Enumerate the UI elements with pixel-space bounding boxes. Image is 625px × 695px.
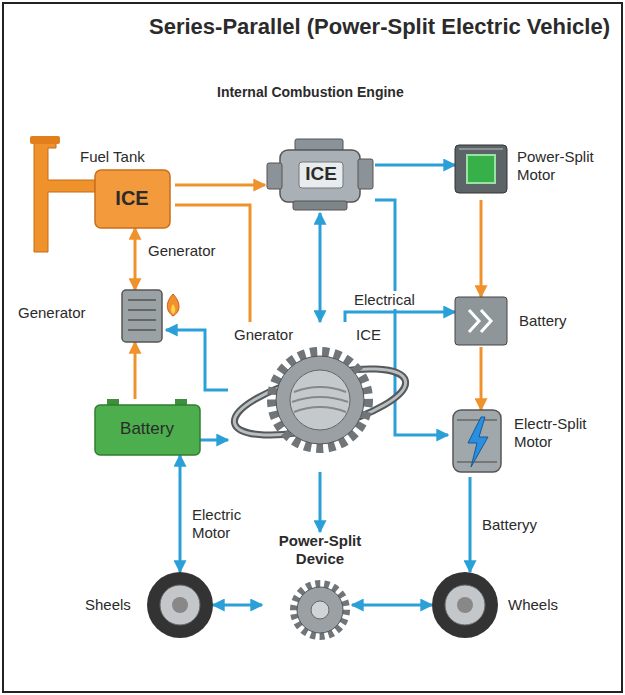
connector-arrow: [375, 200, 448, 435]
connector-arrow: [166, 330, 228, 390]
node-text: Wheels: [508, 596, 558, 614]
connector-arrow: [480, 347, 483, 410]
wheel: Wheels: [430, 570, 570, 640]
subtitle-label: Internal Combustion Engine: [215, 84, 406, 101]
edge-label: Batteryy: [480, 516, 539, 534]
fuel-ice-box: Fuel TankICE: [80, 148, 175, 228]
connector-arrow: [319, 472, 322, 532]
edge-label: Electric Motor: [190, 506, 264, 542]
connector-arrow: [469, 477, 472, 572]
connector-arrow: [134, 228, 137, 290]
edge-label: Generator: [146, 242, 218, 260]
edge-label: Electrical: [352, 291, 417, 309]
connector-arrow: [375, 164, 455, 167]
battery-icon: Battery: [455, 292, 585, 352]
motor-icon: Electr-Split Motor: [448, 405, 608, 477]
connector-arrow: [179, 455, 182, 572]
connector-arrow: [319, 213, 322, 322]
node-text: Sheels: [85, 596, 131, 614]
node-text: Gnerator: [234, 326, 293, 344]
planetary-gear-art: [228, 322, 388, 472]
motor-icon: Power-Split Motor: [455, 140, 609, 200]
node-text: Battery: [120, 419, 174, 439]
engine-icon: ICE: [265, 135, 375, 213]
connector-arrow: [175, 184, 265, 187]
wheel: Sheels: [85, 570, 215, 640]
planetary-gear: Gnerator ICE: [228, 322, 388, 472]
connector-arrow: [200, 439, 228, 442]
node-text: Generator: [18, 304, 86, 322]
battery-box: Battery: [95, 405, 200, 455]
fuel-cap: [30, 136, 60, 144]
connector-arrow: [213, 604, 262, 607]
frame: [3, 3, 622, 692]
connector-arrow: [352, 604, 432, 607]
generator-icon: Generator: [18, 280, 186, 350]
connector-arrow: [175, 205, 250, 322]
node-text: Electr-Split Motor: [514, 415, 602, 451]
node-text: Fuel Tank: [80, 148, 145, 166]
node-text: Power-Split Motor: [517, 148, 605, 184]
power-split-device: Power-Split Device: [262, 532, 382, 642]
connector-arrow: [134, 342, 137, 399]
node-text: Battery: [519, 312, 567, 330]
node-text: ICE: [115, 186, 148, 210]
node-text: ICE: [305, 163, 337, 186]
connector-arrow: [480, 200, 483, 297]
node-text: ICE: [356, 326, 381, 344]
node-text: Power-Split Device: [262, 532, 378, 568]
connector-arrow: [345, 312, 455, 322]
diagram-title: Series-Parallel (Power-Split Electric Ve…: [20, 14, 610, 40]
